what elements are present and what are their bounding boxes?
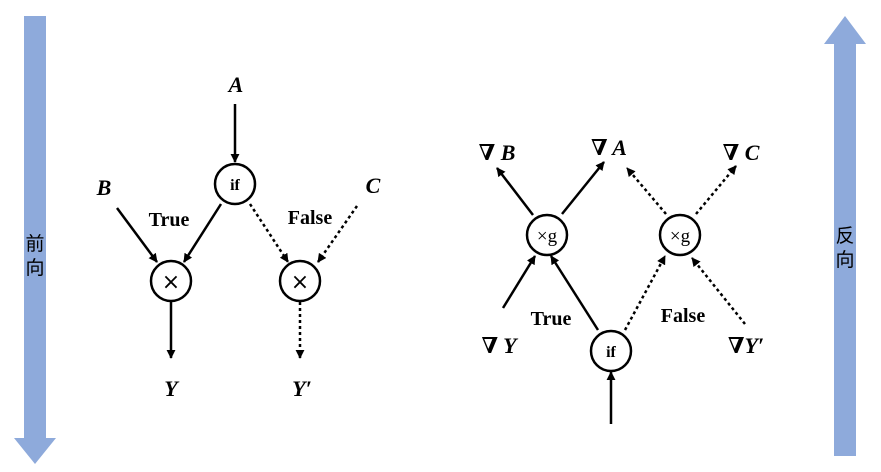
edge-mulg-to-grad-a-dashed (626, 167, 667, 215)
edge-mulg-to-grad-c (695, 165, 737, 215)
if-node (213, 162, 257, 206)
edge-if-to-mulg-false (623, 255, 667, 331)
forward-graph: if × × A B C True False Y Y′ (96, 72, 381, 401)
input-c-label: C (366, 173, 381, 198)
backward-direction-arrow (824, 16, 866, 456)
output-y-prime-label: Y′ (292, 376, 312, 401)
if-node-backward (589, 329, 633, 373)
edge-if-to-mul-true (182, 203, 223, 263)
false-branch-label-backward: False (661, 305, 706, 327)
mul-node-left-label: × (162, 270, 180, 295)
output-y-label: Y (164, 376, 180, 401)
forward-direction-arrow (14, 16, 56, 464)
true-branch-label: True (149, 209, 190, 231)
forward-side-char-2: 向 (25, 257, 44, 279)
backward-side-char-2: 向 (835, 249, 854, 271)
mul-node-right-label: × (291, 270, 309, 295)
edge-if-to-mul-false (248, 203, 290, 263)
if-node-label: if (230, 177, 240, 194)
backward-side-char-1: 反 (835, 225, 854, 247)
edge-grad-y-prime-to-mulg (691, 257, 746, 325)
mulg-node-left (525, 213, 569, 257)
edge-mulg-to-grad-a (561, 161, 605, 215)
edge-c-to-mul (316, 205, 359, 263)
edge-mulg-to-grad-b (496, 167, 534, 216)
input-b-label: B (96, 175, 112, 200)
grad-a-label: ∇ A (591, 135, 627, 160)
true-branch-label-backward: True (531, 308, 572, 330)
mulg-node-right-label: ×g (670, 226, 691, 247)
input-a-label: A (227, 72, 244, 97)
edge-b-to-mul (115, 207, 159, 263)
grad-y-label: ∇ Y (481, 333, 519, 358)
backward-graph: ×g ×g if ∇ B ∇ A ∇ C True False ∇ Y ∇Y′ (479, 135, 764, 424)
edge-if-to-mulg-true (549, 255, 600, 331)
false-branch-label: False (288, 207, 333, 229)
grad-b-label: ∇ B (479, 140, 516, 165)
mul-node-left (149, 259, 193, 303)
grad-c-label: ∇ C (723, 140, 760, 165)
mul-node-right (278, 259, 322, 303)
forward-side-char-1: 前 (25, 233, 44, 255)
edge-grad-y-to-mulg (501, 255, 537, 309)
mulg-node-left-label: ×g (537, 226, 558, 247)
grad-y-prime-label: ∇Y′ (728, 333, 764, 358)
if-node-backward-label: if (606, 344, 616, 361)
mulg-node-right (658, 213, 702, 257)
